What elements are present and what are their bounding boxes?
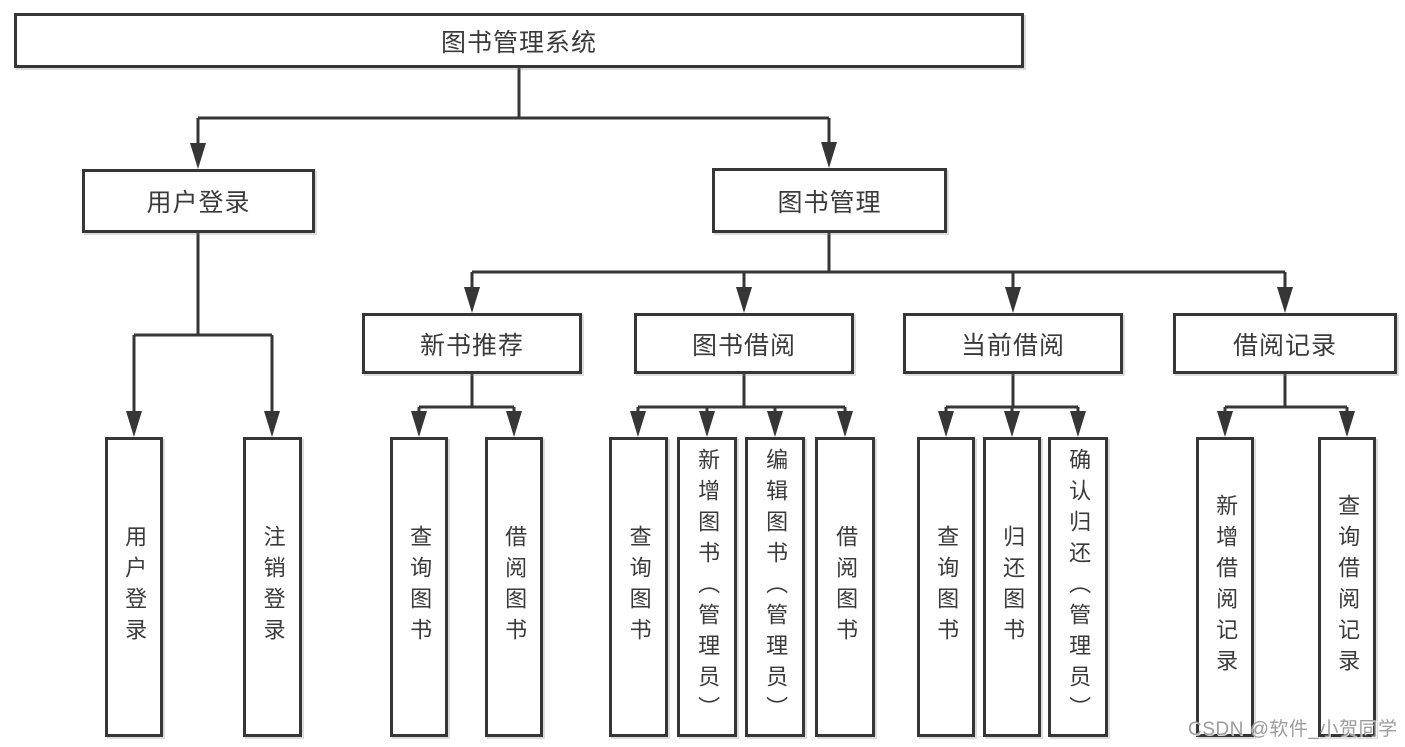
leaf-edit-book-admin-label: 编辑图书（管理员） bbox=[763, 447, 789, 727]
leaf-return-book-label: 归还图书 bbox=[1000, 525, 1026, 649]
leaf-confirm-return-admin-label: 确认归还（管理员） bbox=[1066, 447, 1092, 727]
leaf-query-books-recommend: 查询图书 bbox=[390, 437, 448, 737]
node-book-management: 图书管理 bbox=[712, 168, 947, 233]
leaf-query-books-current-label: 查询图书 bbox=[934, 525, 960, 649]
node-borrowing-records-label: 借阅记录 bbox=[1232, 331, 1337, 360]
leaf-add-borrow-record: 新增借阅记录 bbox=[1196, 437, 1254, 737]
node-root: 图书管理系统 bbox=[14, 13, 1024, 68]
leaf-borrow-books-recommend-label: 借阅图书 bbox=[502, 525, 528, 649]
leaf-query-books-current: 查询图书 bbox=[917, 437, 975, 737]
leaf-query-books-borrow-label: 查询图书 bbox=[626, 525, 652, 649]
node-book-borrowing: 图书借阅 bbox=[634, 313, 854, 374]
leaf-query-borrow-record-label: 查询借阅记录 bbox=[1335, 494, 1361, 680]
csdn-watermark: CSDN @软件_小贺同学 bbox=[1188, 719, 1398, 740]
leaf-user-login-label: 用户登录 bbox=[122, 525, 148, 649]
leaf-query-borrow-record: 查询借阅记录 bbox=[1318, 437, 1376, 737]
leaf-borrow-books-borrow-label: 借阅图书 bbox=[833, 525, 859, 649]
leaf-confirm-return-admin: 确认归还（管理员） bbox=[1048, 437, 1108, 737]
node-user-login-label: 用户登录 bbox=[146, 189, 251, 217]
leaf-add-book-admin-label: 新增图书（管理员） bbox=[695, 447, 721, 727]
node-book-borrowing-label: 图书借阅 bbox=[691, 331, 796, 360]
node-book-management-label: 图书管理 bbox=[777, 188, 882, 217]
leaf-return-book: 归还图书 bbox=[983, 437, 1041, 737]
node-borrowing-records: 借阅记录 bbox=[1173, 313, 1397, 374]
node-current-borrowing-label: 当前借阅 bbox=[960, 331, 1065, 360]
arrowheads bbox=[126, 142, 1355, 437]
leaf-edit-book-admin: 编辑图书（管理员） bbox=[745, 437, 805, 737]
leaf-user-login: 用户登录 bbox=[105, 437, 163, 737]
node-root-label: 图书管理系统 bbox=[440, 28, 597, 57]
leaf-borrow-books-borrow: 借阅图书 bbox=[815, 437, 875, 737]
node-new-book-recommend-label: 新书推荐 bbox=[419, 331, 524, 360]
leaf-logout-label: 注销登录 bbox=[260, 525, 286, 649]
leaf-query-books-recommend-label: 查询图书 bbox=[407, 525, 433, 649]
leaf-query-books-borrow: 查询图书 bbox=[609, 437, 668, 737]
node-user-login: 用户登录 bbox=[82, 169, 315, 233]
leaf-logout: 注销登录 bbox=[243, 437, 302, 737]
leaf-add-book-admin: 新增图书（管理员） bbox=[677, 437, 737, 737]
leaf-add-borrow-record-label: 新增借阅记录 bbox=[1213, 494, 1239, 680]
node-current-borrowing: 当前借阅 bbox=[903, 313, 1123, 374]
node-new-book-recommend: 新书推荐 bbox=[362, 313, 582, 374]
leaf-borrow-books-recommend: 借阅图书 bbox=[485, 437, 543, 737]
